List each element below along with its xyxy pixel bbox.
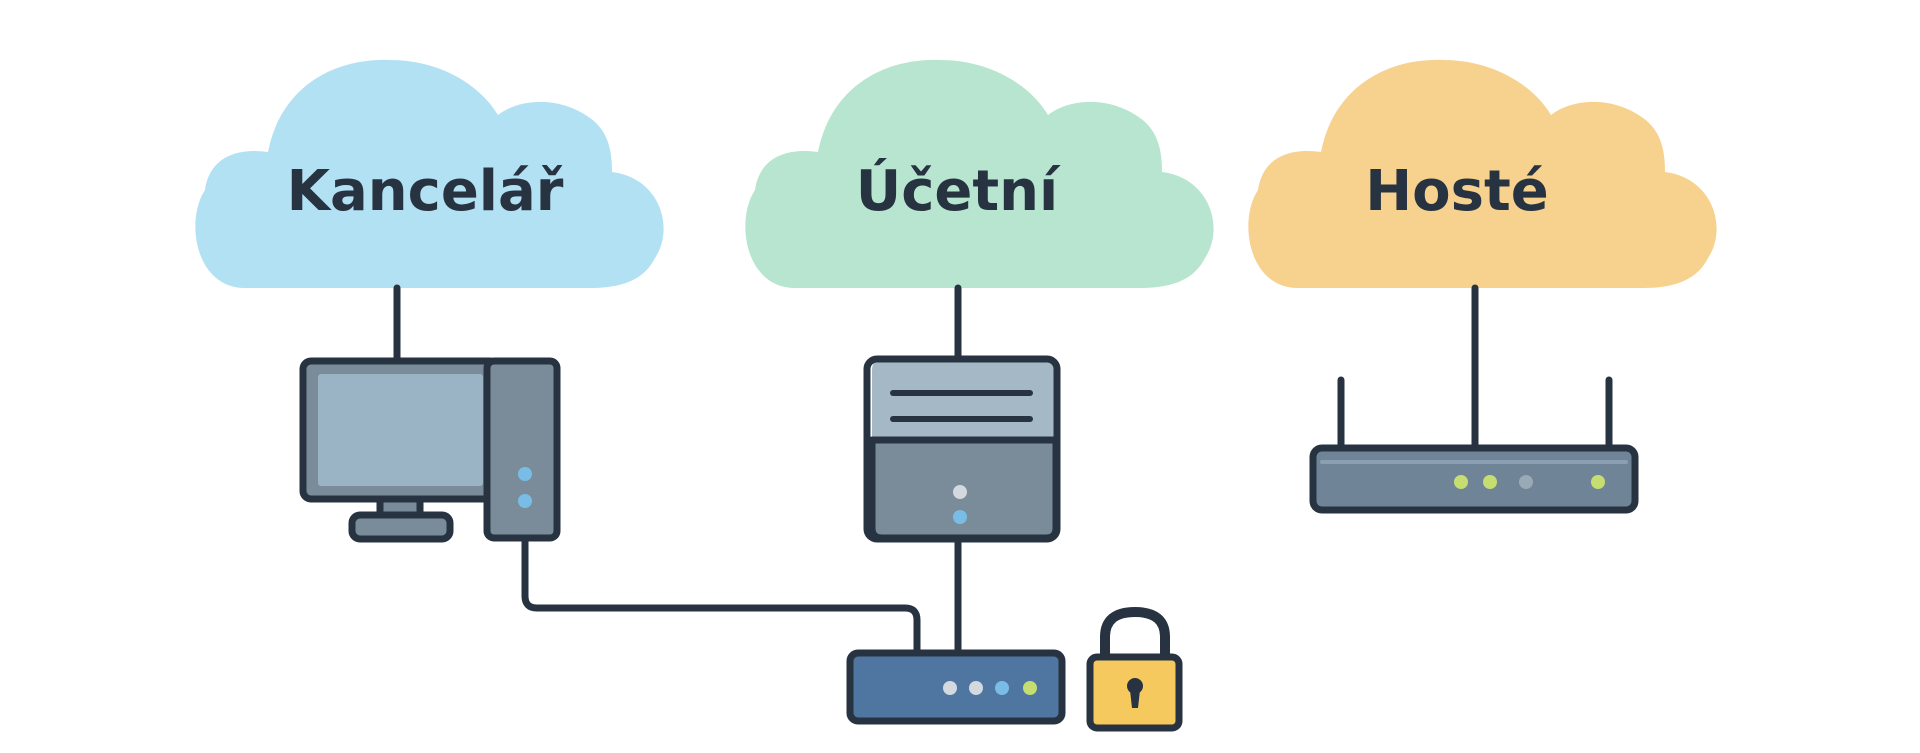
router-body (1309, 444, 1639, 514)
tower-led-2 (518, 494, 532, 508)
monitor-screen (318, 374, 483, 486)
line-computer-to-switch (521, 536, 921, 658)
router-led-2 (1483, 475, 1497, 489)
server-icon (863, 355, 1061, 543)
switch-led-1 (943, 681, 957, 695)
cloud-office-label: Kancelář (287, 159, 564, 224)
network-switch-icon (846, 649, 1066, 725)
monitor-stand (348, 511, 454, 543)
lock-keyhole-slot (1130, 690, 1140, 708)
cloud-accounting-label: Účetní (856, 159, 1061, 224)
tower-led-1 (518, 467, 532, 481)
switch-led-4 (1023, 681, 1037, 695)
router-led-1 (1454, 475, 1468, 489)
cloud-office: Kancelář (195, 59, 664, 288)
cloud-accounting-shape (745, 59, 1214, 288)
server-outline (863, 355, 1061, 543)
server-led-2 (953, 510, 967, 524)
server-led-1 (953, 485, 967, 499)
connection-lines (393, 284, 1479, 658)
router-led-3 (1519, 475, 1533, 489)
cloud-accounting: Účetní (745, 59, 1214, 288)
cloud-guests-shape (1248, 59, 1717, 288)
switch-led-3 (995, 681, 1009, 695)
lock-shackle (1100, 607, 1170, 665)
router-led-4 (1591, 475, 1605, 489)
cloud-guests: Hosté (1248, 59, 1717, 288)
cloud-guests-label: Hosté (1365, 159, 1548, 224)
lock-icon (1086, 607, 1183, 732)
switch-led-2 (969, 681, 983, 695)
computer-tower (483, 357, 561, 542)
wifi-router-icon (1309, 376, 1639, 514)
server-top-panel (872, 360, 1056, 440)
desktop-computer-icon (299, 357, 561, 543)
cloud-office-shape (195, 59, 664, 288)
